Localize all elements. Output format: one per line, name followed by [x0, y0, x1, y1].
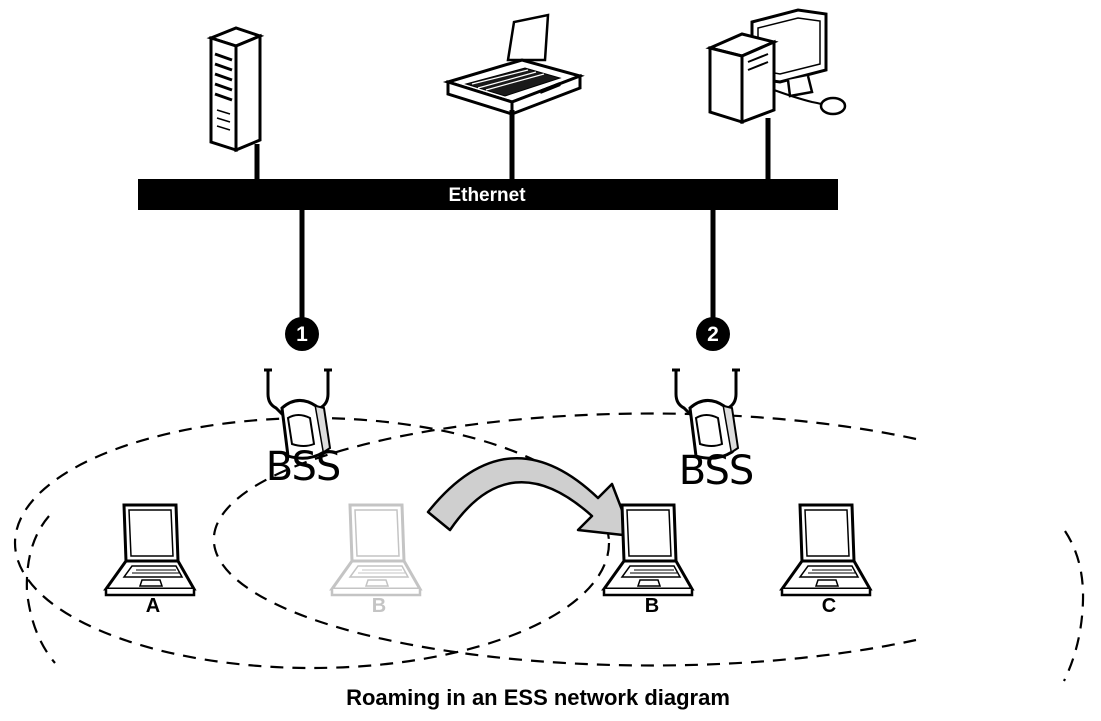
ethernet-label: Ethernet — [448, 185, 526, 206]
roaming-arrow-icon — [426, 457, 634, 538]
access-point-1-label: BSS — [266, 444, 341, 490]
access-point-2: 2 BSS — [670, 317, 754, 494]
access-point-1: 1 BSS — [262, 317, 341, 490]
access-point-2-badge: 2 — [696, 317, 730, 351]
ess-boundary-right — [1063, 530, 1085, 682]
printer-icon — [442, 13, 585, 117]
laptop-a-label: A — [146, 595, 160, 617]
bss-2-coverage — [212, 412, 917, 667]
svg-text:1: 1 — [296, 323, 308, 346]
laptop-b: B — [602, 503, 694, 617]
laptop-b-previous-label: B — [372, 595, 386, 617]
laptop-c: C — [780, 503, 872, 617]
ess-boundary-left — [25, 515, 56, 664]
ethernet-backbone: Ethernet — [138, 179, 838, 210]
desktop-computer-icon — [705, 8, 847, 125]
diagram-caption: Roaming in an ESS network diagram — [346, 685, 730, 710]
wired-links — [254, 110, 771, 322]
laptop-c-label: C — [822, 595, 836, 617]
laptop-a: A — [104, 503, 196, 617]
access-point-1-badge: 1 — [285, 317, 319, 351]
access-point-2-label: BSS — [679, 448, 754, 494]
server-icon — [206, 26, 265, 153]
laptop-b-label: B — [645, 595, 659, 617]
svg-text:2: 2 — [707, 323, 719, 346]
laptop-b-previous: B — [330, 503, 422, 617]
